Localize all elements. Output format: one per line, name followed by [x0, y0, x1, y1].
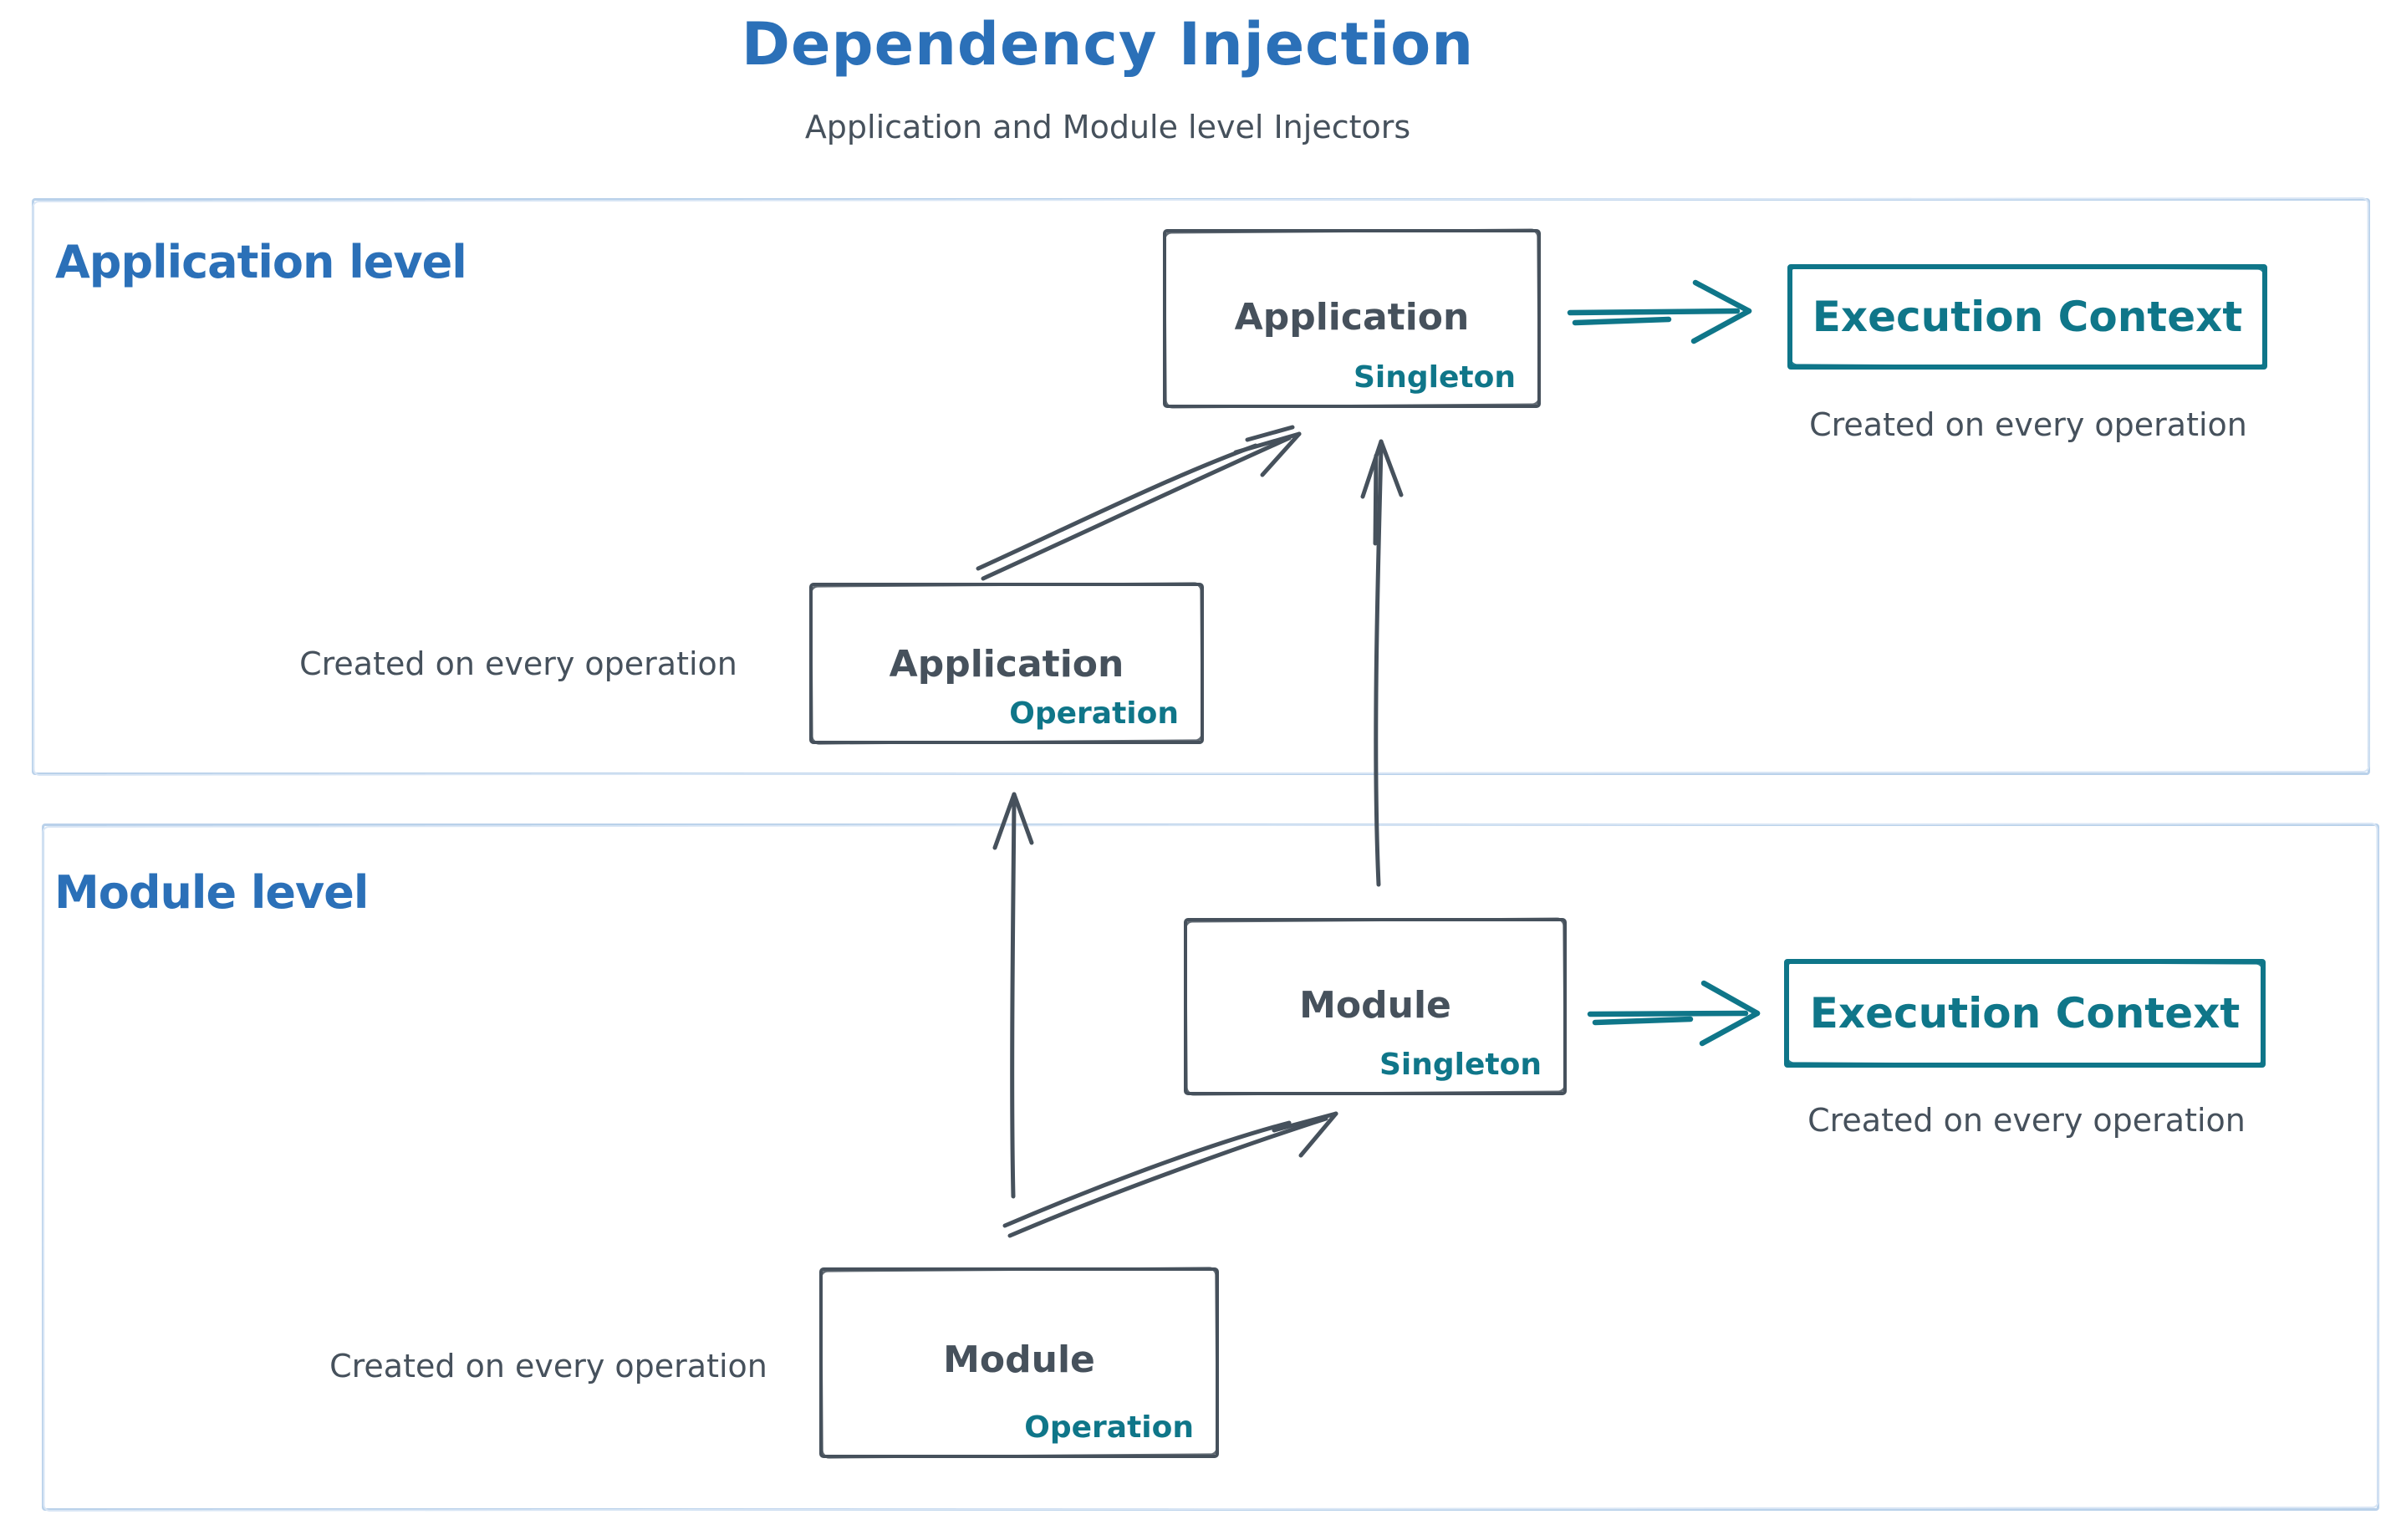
application-execution-context-box: Execution Context: [1787, 264, 2267, 370]
application-operation-caption: Created on every operation: [299, 645, 737, 682]
module-execution-context-box: Execution Context: [1784, 959, 2266, 1068]
application-singleton-title: Application: [1234, 296, 1470, 339]
application-operation-scope: Operation: [1009, 696, 1179, 731]
module-execution-context-label: Execution Context: [1809, 989, 2241, 1038]
page-title: Dependency Injection: [741, 10, 1475, 79]
module-operation-box: Module Operation: [819, 1267, 1219, 1458]
application-level-label: Application level: [55, 236, 467, 288]
module-operation-caption: Created on every operation: [329, 1348, 767, 1384]
module-operation-scope: Operation: [1024, 1410, 1194, 1445]
module-level-label: Module level: [54, 866, 369, 919]
application-execution-caption: Created on every operation: [1809, 406, 2247, 443]
application-singleton-box: Application Singleton: [1163, 229, 1541, 408]
application-operation-title: Application: [889, 643, 1124, 686]
module-singleton-box: Module Singleton: [1184, 918, 1567, 1095]
application-level-container: Application level: [32, 198, 2370, 775]
module-level-container: Module level: [42, 824, 2379, 1511]
module-singleton-scope: Singleton: [1379, 1048, 1542, 1082]
application-operation-box: Application Operation: [809, 583, 1204, 744]
module-operation-title: Module: [943, 1339, 1095, 1382]
module-singleton-title: Module: [1299, 984, 1451, 1028]
module-execution-caption: Created on every operation: [1807, 1102, 2246, 1139]
application-execution-context-label: Execution Context: [1812, 293, 2243, 341]
page-subtitle: Application and Module level Injectors: [804, 109, 1411, 145]
application-singleton-scope: Singleton: [1354, 360, 1516, 395]
